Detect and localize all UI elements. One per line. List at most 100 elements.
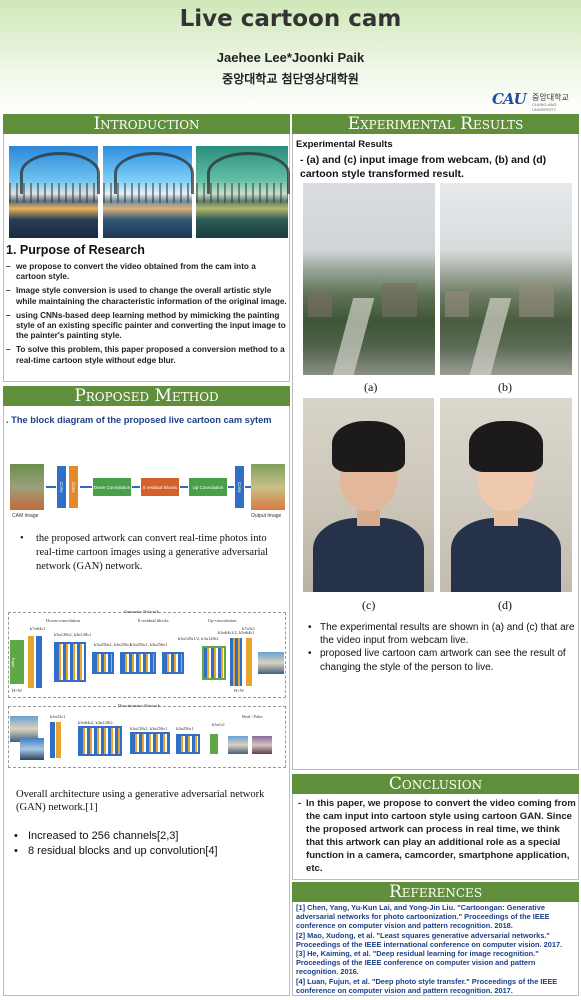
discriminator-network-label: Discriminator Network	[118, 703, 160, 708]
diagram-block-conv: Conv	[235, 466, 244, 508]
residual-blocks-label: 8 residual blocks	[138, 618, 169, 623]
disc-conv-block	[176, 734, 200, 754]
output-image-thumbnail	[251, 464, 285, 510]
proposed-method-banner: Proposed Method	[3, 386, 290, 406]
kernel-label: k3n128s1/2, k3n128s1	[178, 636, 219, 641]
purpose-heading: 1. Purpose of Research	[6, 243, 145, 257]
intro-photo-stylized-2	[196, 146, 290, 238]
result-image-d	[440, 398, 572, 592]
references-banner: References	[292, 882, 579, 902]
conv-block	[246, 638, 252, 686]
poster-authors: Jaehee Lee*Joonki Paik	[216, 50, 365, 65]
disc-kernel-label: k3n1s1	[212, 722, 226, 727]
architecture-caption: Overall architecture using a generative …	[16, 789, 265, 813]
logo-text: 중앙대학교	[532, 93, 569, 102]
discriminator-input-image	[20, 738, 44, 760]
diagram-arrow	[180, 486, 188, 488]
intro-bullet: we propose to convert the video obtained…	[4, 262, 288, 282]
result-image-b	[440, 183, 572, 375]
results-subheading: Experimental Results	[296, 139, 393, 150]
results-lead: - (a) and (c) input image from webcam, (…	[300, 154, 547, 180]
disc-conv-block	[50, 722, 55, 758]
references-list: [1] Chen, Yang, Yu-Kun Lai, and Yong-Jin…	[296, 903, 578, 995]
kernel-label: k3n256s2, k3n256s1	[94, 642, 132, 647]
diagram-arrow	[46, 486, 56, 488]
disc-kernel-label: k3n64s2, k3n128s1	[78, 720, 114, 725]
results-bullet-list: The experimental results are shown in (a…	[306, 621, 576, 674]
intro-bullet: using CNNs-based deep learning method by…	[4, 311, 288, 342]
logo-mark: CAU	[492, 90, 527, 108]
down-conv-block	[92, 652, 114, 674]
kernel-label: k7n64s1	[30, 626, 46, 631]
method-bullet: the proposed artwork can convert real-ti…	[14, 532, 286, 574]
label-d: (d)	[498, 598, 512, 612]
disc-kernel-label: k3n256s1	[176, 726, 194, 731]
real-image-thumb	[228, 736, 248, 754]
residual-block	[120, 652, 156, 674]
disc-conv-block	[78, 726, 122, 756]
reference-item: [2] Mao, Xudong, et al. "Least squares g…	[296, 930, 563, 949]
conclusion-banner: Conclusion	[292, 774, 579, 794]
key-bullet: 8 residual blocks and up convolution[4]	[12, 844, 288, 859]
kernel-label: k7n3s1	[242, 626, 256, 631]
poster-title: Live cartoon cam	[179, 6, 402, 32]
intro-bullet-list: we propose to convert the video obtained…	[4, 262, 288, 370]
label-b: (b)	[498, 380, 512, 394]
reference-item: [4] Luan, Fujun, et al. "Deep photo styl…	[296, 976, 558, 995]
intro-photo-stylized-1	[103, 146, 194, 238]
reference-item: [1] Chen, Yang, Yu-Kun Lai, and Yong-Jin…	[296, 903, 550, 931]
generator-network-label: Generator Network	[124, 609, 159, 614]
up-convolution-label: Up-convolution	[208, 618, 237, 623]
diagram-block-residual: 8 residual Blocks	[141, 478, 179, 496]
results-bullet: proposed live cartoon cam artwork can se…	[306, 647, 576, 673]
diagram-block-conv: Conv	[69, 466, 78, 508]
disc-output-block	[210, 734, 218, 754]
method-key-bullets: Increased to 256 channels[2,3] 8 residua…	[12, 829, 288, 859]
discriminator-network-frame	[8, 706, 286, 768]
result-image-a	[303, 183, 435, 375]
introduction-banner: Introduction	[3, 114, 290, 134]
label-c: (c)	[362, 598, 376, 612]
disc-conv-block	[56, 722, 61, 758]
generator-output-image	[258, 652, 284, 674]
kernel-label: k3n64s1/2, k3n64s1	[218, 630, 255, 635]
input-label: Input	[11, 658, 16, 668]
real-fake-label: Real / Fake	[242, 714, 263, 719]
output-image-label: Output Image	[251, 513, 282, 519]
poster-header: Live cartoon cam Jaehee Lee*Joonki Paik …	[0, 0, 581, 112]
gan-architecture-diagram: Generator Network Down-convolution 8 res…	[6, 609, 289, 772]
poster-affiliation: 중앙대학교 첨단영상대학원	[222, 72, 359, 86]
university-logo: CAU 중앙대학교 CHUNG-ANG UNIVERSITY	[492, 90, 577, 112]
experimental-results-banner: Experimental Results	[292, 114, 579, 134]
up-conv-block	[202, 646, 226, 680]
kernel-label: k3n256s1, k3n256s1	[130, 642, 168, 647]
intro-bullet: To solve this problem, this paper propos…	[4, 345, 288, 365]
reference-item: [3] He, Kaiming, et al. "Deep residual l…	[296, 949, 539, 977]
diagram-arrow	[245, 486, 251, 488]
intro-photo-original	[9, 146, 100, 238]
diagram-arrow	[80, 486, 92, 488]
hw-label: H×W	[12, 688, 23, 693]
disc-kernel-label: k3n32s1	[50, 714, 66, 719]
generator-input-block	[10, 640, 24, 684]
conclusion-text: In this paper, we propose to convert the…	[296, 797, 576, 875]
cam-image-thumbnail	[10, 464, 44, 510]
up-conv-block	[230, 638, 242, 686]
fake-image-thumb	[252, 736, 272, 754]
diagram-arrow	[228, 486, 234, 488]
kernel-label: k3n128s2, k3n128s1	[54, 632, 92, 637]
diagram-arrow	[132, 486, 140, 488]
diagram-block-down-convolution: Down Convolution	[93, 478, 131, 496]
method-description: the proposed artwork can convert real-ti…	[14, 532, 286, 574]
block-diagram-subtitle: . The block diagram of the proposed live…	[6, 415, 272, 425]
residual-block	[162, 652, 184, 674]
disc-kernel-label: k3n128s2, k3n256s1	[130, 726, 168, 731]
generator-network-frame	[8, 612, 286, 698]
disc-conv-block	[130, 732, 170, 754]
conv-block	[36, 636, 42, 688]
diagram-block-up-convolution: Up Convolution	[189, 478, 227, 496]
diagram-block-conv: Conv	[57, 466, 66, 508]
results-bullet: The experimental results are shown in (a…	[306, 621, 576, 647]
conv-block	[28, 636, 34, 688]
label-a: (a)	[364, 380, 378, 394]
